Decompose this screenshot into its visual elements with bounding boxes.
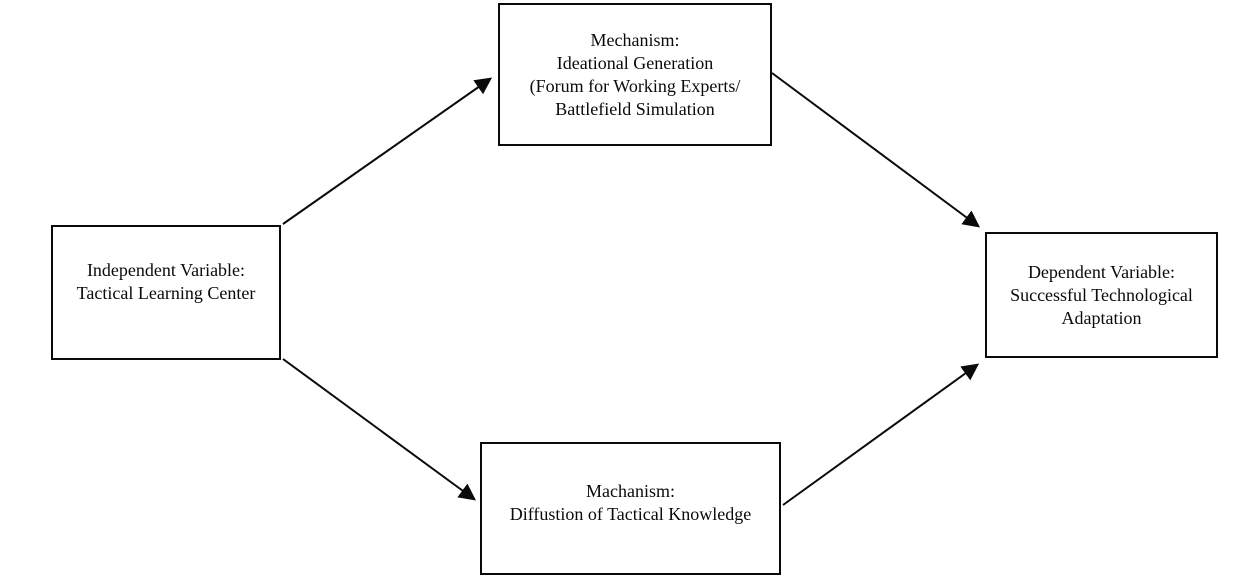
node-text-line: Machanism: — [586, 480, 675, 501]
node-dependent-variable: Dependent Variable: Successful Technolog… — [985, 232, 1218, 358]
arrow-mechanism-bottom-to-dependent — [782, 363, 980, 506]
node-text-line: Mechanism: — [590, 29, 680, 50]
node-mechanism-ideational-generation: Mechanism: Ideational Generation (Forum … — [498, 3, 772, 146]
arrow-independent-to-mechanism-top — [282, 77, 493, 225]
node-text-line: Dependent Variable: — [1027, 261, 1176, 282]
node-mechanism-diffusion: Machanism: Diffustion of Tactical Knowle… — [480, 442, 781, 575]
node-independent-variable: Independent Variable: Tactical Learning … — [51, 225, 281, 360]
node-text-line: Adaptation — [1061, 307, 1142, 328]
node-text-line: (Forum for Working Experts/ — [529, 75, 741, 96]
arrow-mechanism-top-to-dependent — [771, 72, 981, 228]
node-text-line: Successful Technological — [1010, 284, 1193, 305]
arrow-independent-to-mechanism-bottom — [282, 358, 477, 501]
node-text-line: Ideational Generation — [556, 52, 714, 73]
node-text-line: Battlefield Simulation — [555, 98, 715, 119]
node-text-line: Diffustion of Tactical Knowledge — [509, 503, 752, 524]
node-text-line: Tactical Learning Center — [76, 282, 256, 303]
node-text-line: Independent Variable: — [86, 259, 246, 280]
